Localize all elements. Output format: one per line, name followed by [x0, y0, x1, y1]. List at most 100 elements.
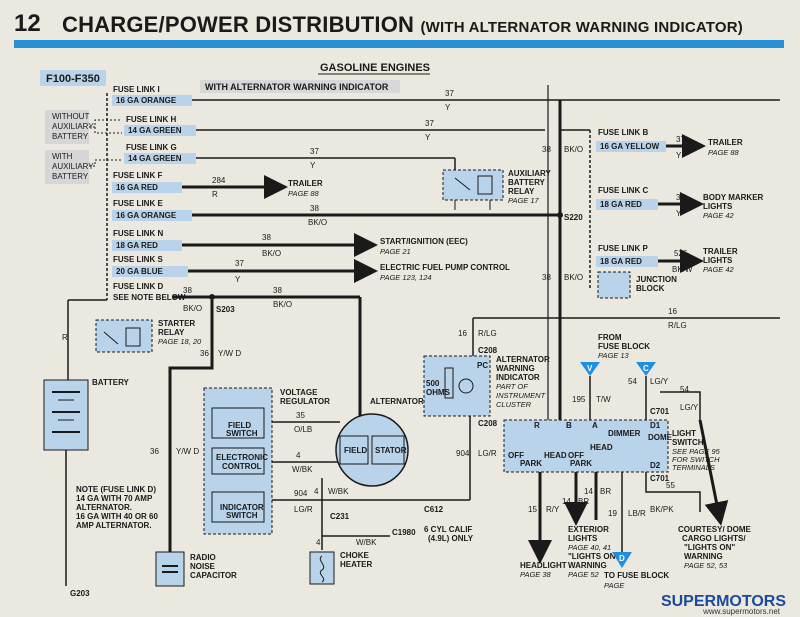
- fuse-link-d: FUSE LINK D SEE NOTE BELOW 38 BK/O 38 BK…: [113, 282, 362, 420]
- headlight-page: PAGE 38: [520, 570, 552, 579]
- ls-park-2: PARK: [570, 459, 592, 468]
- wire-bko-e: BK/O: [308, 218, 327, 227]
- from-fuse-2: FUSE BLOCK: [598, 342, 650, 351]
- fuse-note-2: 14 GA WITH 70 AMP: [76, 494, 153, 503]
- fuse-note-1: NOTE (FUSE LINK D): [76, 485, 156, 494]
- page-number: 12: [14, 10, 41, 37]
- exterior-1: EXTERIOR: [568, 525, 609, 534]
- marker-v-label: V: [587, 364, 593, 373]
- fuse-link-h-gauge: 14 GA GREEN: [128, 126, 182, 135]
- ls-head-2: HEAD: [590, 443, 613, 452]
- wire-19: 19: [608, 509, 617, 518]
- alt-warn-name-1: ALTERNATOR: [496, 355, 550, 364]
- wire-904-b: 904: [456, 449, 470, 458]
- ls-name-1: LIGHT: [672, 429, 696, 438]
- headlight-name: HEADLIGHT: [520, 561, 567, 570]
- wire-bko-trunk: BK/O: [564, 145, 583, 154]
- wire-wbk-b: W/BK: [328, 487, 349, 496]
- aux-relay-name-1: AUXILIARY: [508, 169, 551, 178]
- fuse-link-f-gauge: 16 GA RED: [116, 183, 158, 192]
- fuse-link-h-name: FUSE LINK H: [126, 115, 176, 124]
- marker-c-label: C: [643, 364, 649, 373]
- alt-warn-sub-2: INSTRUMENT: [496, 391, 547, 400]
- marker-d: [612, 552, 632, 568]
- fuse-link-b: FUSE LINK B 16 GA YELLOW 37 Y TRAILER PA…: [596, 128, 743, 160]
- wire-526: 526: [674, 249, 688, 258]
- fuse-link-f-name: FUSE LINK F: [113, 171, 162, 180]
- alt-warn-name-2: WARNING: [496, 364, 535, 373]
- fuse-link-b-name: FUSE LINK B: [598, 128, 648, 137]
- fuse-link-c-name: FUSE LINK C: [598, 186, 648, 195]
- header-rule: [14, 40, 784, 48]
- ls-dimmer: DIMMER: [608, 429, 641, 438]
- junction-name-1: JUNCTION: [636, 275, 677, 284]
- fuse-link-f: FUSE LINK F 16 GA RED 284 R TRAILER PAGE…: [112, 171, 323, 199]
- wire-16: 16: [668, 307, 677, 316]
- wire-38-e: 38: [310, 204, 319, 213]
- fuse-link-n-gauge: 18 GA RED: [116, 241, 158, 250]
- note-without-3: BATTERY: [52, 132, 89, 141]
- wire-904-a: 904: [294, 489, 308, 498]
- wire-rlg-b: R/LG: [478, 329, 497, 338]
- ls-page-1: SEE PAGE 95: [672, 447, 721, 456]
- ls-r: R: [534, 421, 540, 430]
- section-label: GASOLINE ENGINES: [320, 62, 430, 74]
- fuel-pump-page: PAGE 123, 124: [380, 273, 432, 282]
- ls-name-2: SWITCH: [672, 438, 704, 447]
- connector-c231: C231: [330, 512, 350, 521]
- starter-relay-name-1: STARTER: [158, 319, 195, 328]
- wire-16-b: 16: [458, 329, 467, 338]
- page-title: CHARGE/POWER DISTRIBUTION (WITH ALTERNAT…: [62, 12, 743, 38]
- wire-br-a: BR: [578, 497, 589, 506]
- alt-block-stator: STATOR: [375, 446, 407, 455]
- wire-lgy-a: LG/Y: [650, 377, 669, 386]
- ls-off-1: OFF: [508, 451, 524, 460]
- trailer-2-name: TRAILER: [708, 138, 743, 147]
- note-without-1: WITHOUT: [52, 112, 89, 121]
- trailer-lights-name-1: TRAILER: [703, 247, 738, 256]
- wire-lgr-a: LG/R: [294, 505, 313, 514]
- wire-37-c: 37: [676, 193, 685, 202]
- ls-dome: DOME: [648, 433, 673, 442]
- note-with-3: BATTERY: [52, 172, 89, 181]
- aux-battery-relay: AUXILIARY BATTERY RELAY PAGE 17: [442, 169, 551, 210]
- ohms-2: OHMS: [426, 388, 451, 397]
- alt-name: ALTERNATOR: [370, 397, 424, 406]
- ls-d2: D2: [650, 461, 661, 470]
- trailer-lights-name-2: LIGHTS: [703, 256, 733, 265]
- exterior-4: "LIGHTS ON": [568, 552, 619, 561]
- wire-14-a: 14: [562, 497, 571, 506]
- ls-d1: D1: [650, 421, 661, 430]
- fuse-link-d-name: FUSE LINK D: [113, 282, 163, 291]
- vr-block-2: SWITCH: [226, 429, 258, 438]
- exterior-6: PAGE 52: [568, 570, 600, 579]
- wire-38-trunk2: 38: [542, 273, 551, 282]
- connector-c701b: C701: [650, 474, 670, 483]
- fuse-link-g-name: FUSE LINK G: [126, 143, 177, 152]
- starter-relay-name-2: RELAY: [158, 328, 185, 337]
- alternator: FIELD STATOR ALTERNATOR: [335, 397, 424, 487]
- radio-name-1: RADIO: [190, 553, 216, 562]
- wire-4-b: 4: [314, 487, 319, 496]
- ls-b: B: [566, 421, 572, 430]
- alt-warn-sub-3: CLUSTER: [496, 400, 532, 409]
- wire-ywd: Y/W D: [218, 349, 241, 358]
- fuse-link-e: FUSE LINK E 16 GA ORANGE 38 BK/O: [112, 199, 560, 227]
- trailer-lights-page: PAGE 42: [703, 265, 735, 274]
- ohms-1: 500: [426, 379, 440, 388]
- wire-wbk-a: W/BK: [292, 465, 313, 474]
- fuse-link-n: FUSE LINK N 18 GA RED 38 BK/O START/IGNI…: [112, 229, 468, 258]
- alt-warn-sub-1: PART OF: [496, 382, 528, 391]
- ground-g203: G203: [70, 589, 90, 598]
- radio-capacitor: RADIO NOISE CAPACITOR: [155, 551, 237, 587]
- fuse-link-e-name: FUSE LINK E: [113, 199, 163, 208]
- fuse-link-n-name: FUSE LINK N: [113, 229, 163, 238]
- vr-block-6: SWITCH: [226, 511, 258, 520]
- trailer-1-name: TRAILER: [288, 179, 323, 188]
- to-fuse-page: PAGE: [604, 581, 625, 590]
- wire-38-n: 38: [262, 233, 271, 242]
- ls-off-2: OFF: [568, 451, 584, 460]
- exterior-2: LIGHTS: [568, 534, 598, 543]
- choke-heater: CHOKE HEATER: [309, 551, 373, 585]
- starter-relay: STARTER RELAY PAGE 18, 20: [95, 319, 202, 353]
